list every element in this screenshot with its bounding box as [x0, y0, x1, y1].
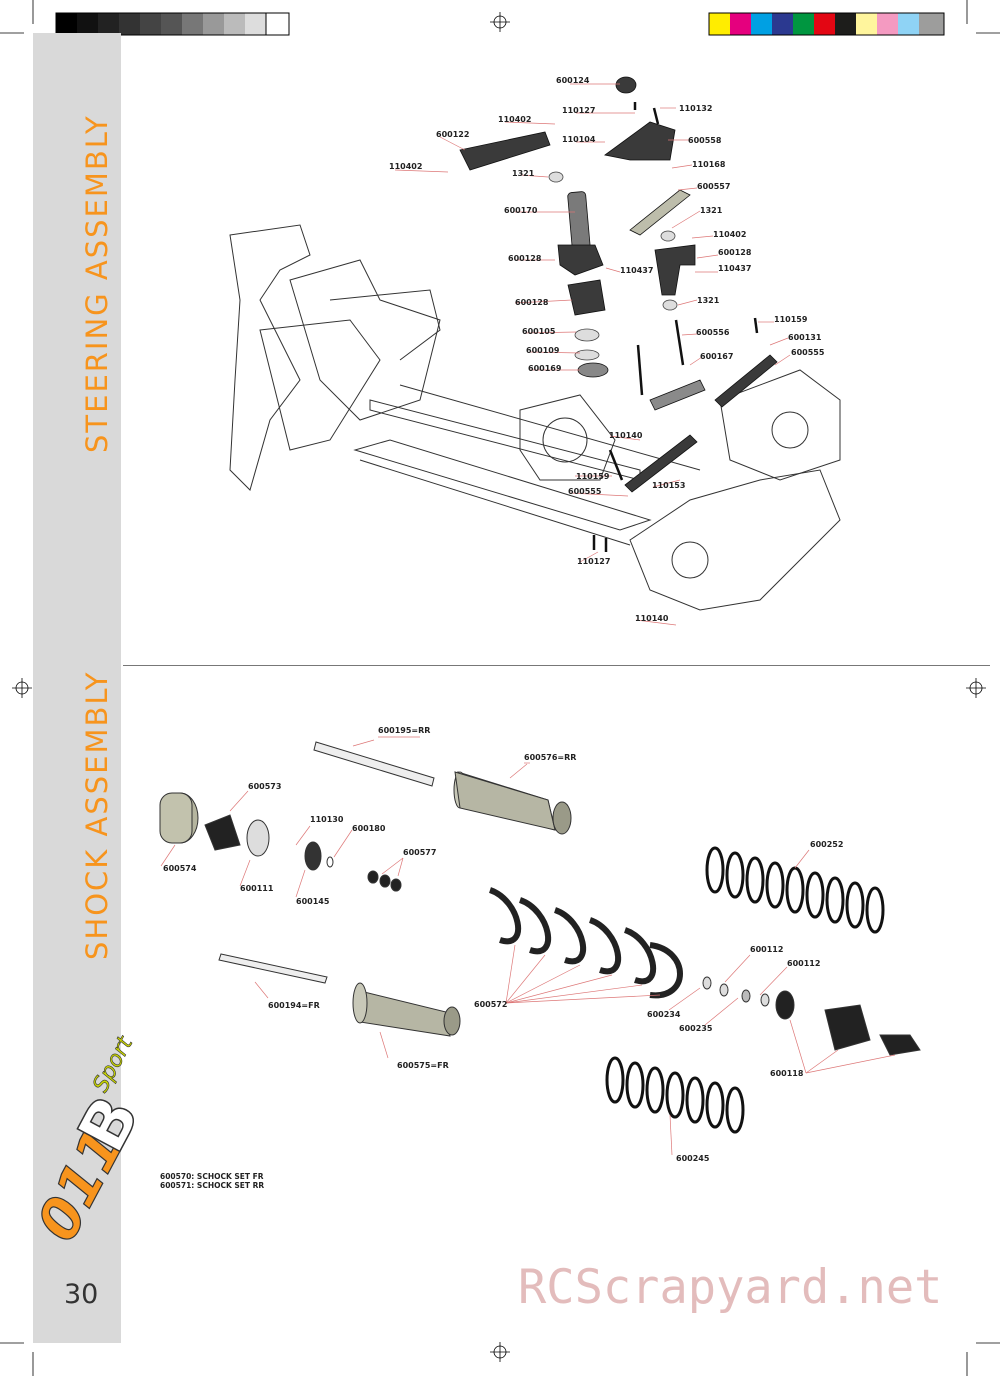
- part-label: 110130: [310, 815, 344, 824]
- part-label: 600557: [697, 182, 731, 191]
- part-label: 600558: [688, 136, 722, 145]
- part-label: 110402: [389, 162, 423, 171]
- part-label: 110437: [620, 266, 654, 275]
- part-label: 600122: [436, 130, 470, 139]
- part-600558: [604, 121, 676, 161]
- part-label: 600118: [770, 1069, 804, 1078]
- part-label: 110153: [652, 481, 686, 490]
- part-label: 600234: [647, 1010, 681, 1019]
- color-bar: [708, 12, 945, 36]
- part-label: 600167: [700, 352, 734, 361]
- note-line: 600570: SCHOCK SET FR: [160, 1172, 264, 1181]
- part-label: 1321: [700, 206, 723, 215]
- part-label: 600245: [676, 1154, 710, 1163]
- part-label: 110127: [577, 557, 611, 566]
- part-label: 110437: [718, 264, 752, 273]
- part-label: 1321: [512, 169, 535, 178]
- shock-set-notes: 600570: SCHOCK SET FR 600571: SCHOCK SET…: [160, 1172, 264, 1190]
- part-label: 600235: [679, 1024, 713, 1033]
- part-label: 600169: [528, 364, 562, 373]
- watermark: RCScrapyard.net: [518, 1260, 943, 1315]
- part-label: 600128: [515, 298, 549, 307]
- part-label: 110127: [562, 106, 596, 115]
- part-label: 600555: [791, 348, 825, 357]
- part-label: 600572: [474, 1000, 508, 1009]
- part-label: 110159: [576, 472, 610, 481]
- sidebar-band: [33, 33, 121, 1343]
- part-label: 600111: [240, 884, 274, 893]
- part-label: 600573: [248, 782, 282, 791]
- part-label: 110402: [498, 115, 532, 124]
- part-label: 600128: [508, 254, 542, 263]
- part-label: 110159: [774, 315, 808, 324]
- part-label: 600252: [810, 840, 844, 849]
- part-label: 110140: [635, 614, 669, 623]
- part-label: 600131: [788, 333, 822, 342]
- part-label: 600576=RR: [524, 753, 577, 762]
- part-label: 600112: [787, 959, 821, 968]
- part-label: 600170: [504, 206, 538, 215]
- note-line: 600571: SCHOCK SET RR: [160, 1181, 265, 1190]
- part-label: 600109: [526, 346, 560, 355]
- part-label: 600577: [403, 848, 437, 857]
- part-label: 600194=FR: [268, 1001, 320, 1010]
- part-label: 110104: [562, 135, 596, 144]
- part-label: 600145: [296, 897, 330, 906]
- part-label: 600128: [718, 248, 752, 257]
- page-number: 30: [64, 1279, 99, 1310]
- part-label: 600575=FR: [397, 1061, 449, 1070]
- part-label: 110168: [692, 160, 726, 169]
- section-divider: [123, 665, 990, 666]
- part-label: 600124: [556, 76, 590, 85]
- grayscale-bar: [55, 12, 290, 36]
- registration-marks: [12, 12, 986, 1362]
- part-label: 600105: [522, 327, 556, 336]
- part-label: 110140: [609, 431, 643, 440]
- part-label: 600195=RR: [378, 726, 431, 735]
- part-label: 110132: [679, 104, 713, 113]
- part-label: 600180: [352, 824, 386, 833]
- part-label: 600112: [750, 945, 784, 954]
- part-label: 600556: [696, 328, 730, 337]
- part-label: 110402: [713, 230, 747, 239]
- part-label: 1321: [697, 296, 720, 305]
- part-label: 600574: [163, 864, 197, 873]
- part-600122: [459, 131, 551, 171]
- part-label: 600555: [568, 487, 602, 496]
